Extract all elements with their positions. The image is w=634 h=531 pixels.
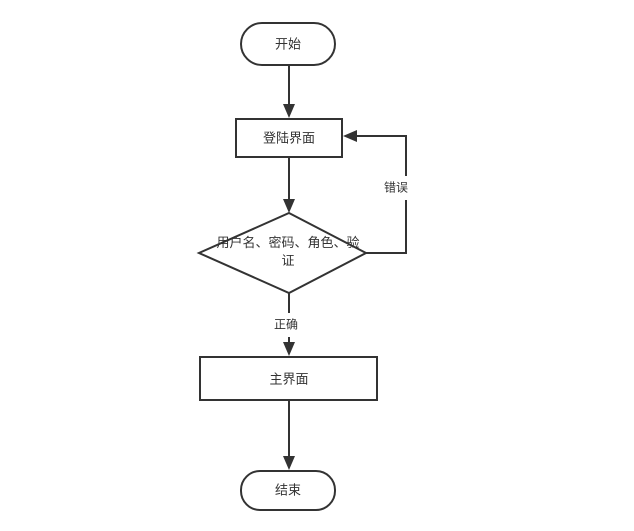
edge-login-to-validate xyxy=(283,157,295,213)
edge-main-to-end-arrowhead xyxy=(283,456,295,470)
correct-label-backdrop xyxy=(268,313,306,337)
error-label-backdrop xyxy=(378,176,414,200)
validate-node-label-line1: 用户名、密码、角色、验 xyxy=(216,235,359,251)
start-node-label: 开始 xyxy=(275,38,301,53)
main-node-label: 主界面 xyxy=(269,373,308,388)
login-node-shape xyxy=(235,118,343,158)
edge-error-label: 错误 xyxy=(384,181,408,195)
edge-validate-to-main-correct: 正确 xyxy=(268,293,306,356)
edge-start-to-login xyxy=(283,65,295,118)
edge-error-loop-arrowhead xyxy=(343,130,357,142)
validate-node-shape xyxy=(196,211,369,295)
end-node-shape xyxy=(240,470,336,511)
edge-start-to-login-arrowhead xyxy=(283,104,295,118)
validate-node-label-line2: 证 xyxy=(281,254,294,269)
node-main[interactable]: 主界面 xyxy=(199,356,378,401)
edge-validate-to-login-error: 错误 xyxy=(343,130,414,254)
edge-main-to-end xyxy=(283,400,295,470)
node-login[interactable]: 登陆界面 xyxy=(235,118,343,158)
edge-correct-arrowhead xyxy=(283,342,295,356)
edge-login-to-validate-arrowhead xyxy=(283,199,295,213)
edge-correct-label: 正确 xyxy=(274,318,298,332)
end-node-label: 结束 xyxy=(275,484,301,499)
login-node-label: 登陆界面 xyxy=(263,131,315,147)
node-validate[interactable]: 用户名、密码、角色、验 证 xyxy=(196,211,369,295)
node-start[interactable]: 开始 xyxy=(240,22,336,66)
node-end[interactable]: 结束 xyxy=(240,470,336,511)
